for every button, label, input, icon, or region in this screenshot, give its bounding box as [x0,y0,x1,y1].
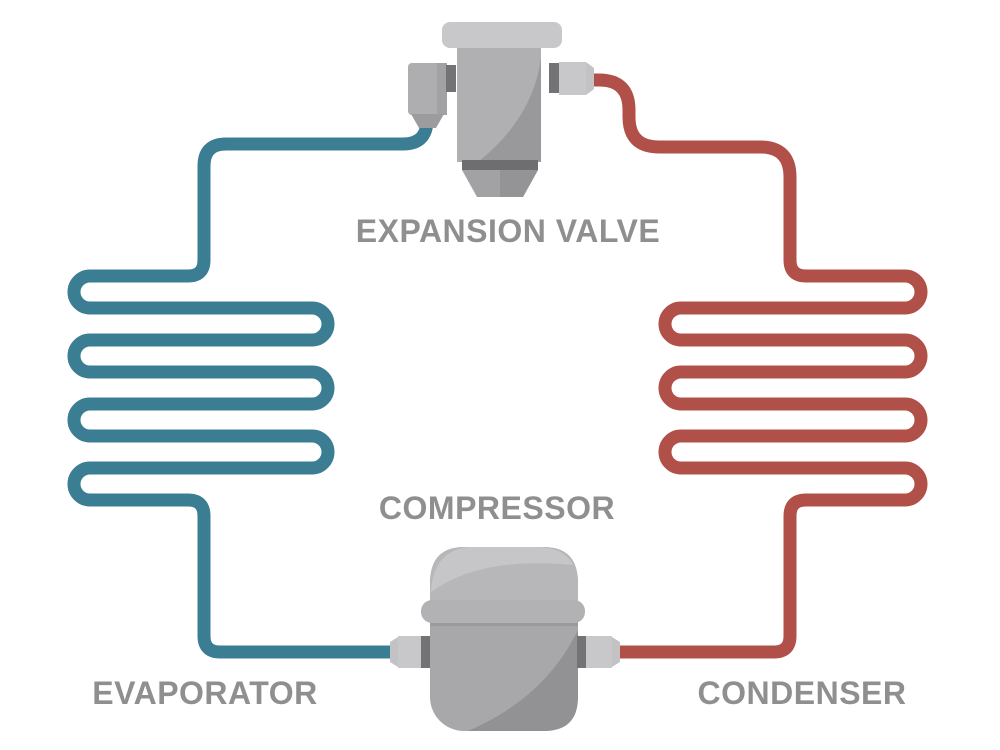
compressor-left-fitting [398,636,424,668]
valve-bottom-funnel-shade [500,170,538,197]
expansion-valve [408,22,594,197]
compressor-right-ring [577,636,586,668]
compressor-collar [421,600,585,623]
compressor-right-fitting-tip [612,637,620,667]
evaporator-pipe [67,108,434,659]
valve-left-elbow-funnel [411,114,444,128]
valve-top-cap [442,22,562,48]
evaporator-label: EVAPORATOR [92,675,317,711]
compressor-collar-shadow [430,623,578,626]
valve-left-elbow-shade [437,63,447,115]
compressor-left-fitting-tip [390,637,398,667]
condenser-pipe [589,73,928,659]
valve-left-ring [446,65,456,92]
condenser-label: CONDENSER [698,675,907,711]
expansion-valve-label: EXPANSION VALVE [356,213,660,249]
compressor-left-ring [421,636,430,668]
compressor [390,547,620,731]
compressor-dome-highlight [431,547,573,592]
compressor-label: COMPRESSOR [379,490,615,526]
valve-right-fitting-tip [586,62,594,95]
valve-right-ring [549,63,560,93]
compressor-body-shadow [468,630,578,731]
valve-right-fitting [559,62,586,95]
compressor-right-fitting [586,636,612,668]
valve-bottom-band [462,160,538,170]
valve-body-shadow [478,58,541,162]
